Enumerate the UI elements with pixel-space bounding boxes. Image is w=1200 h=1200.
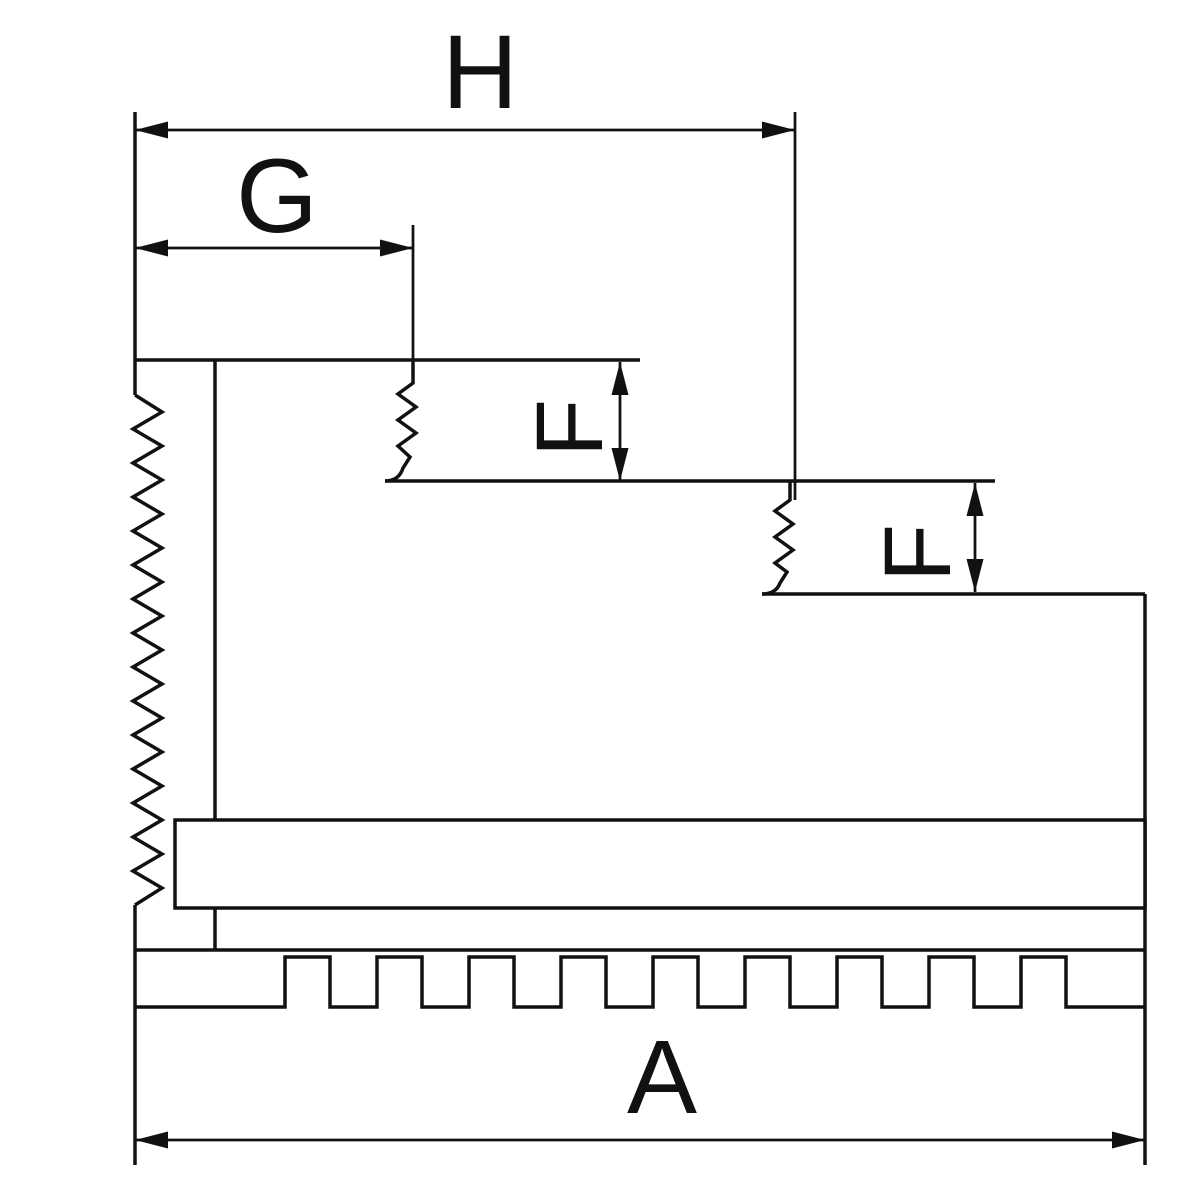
f-upper-arrow-bottom xyxy=(611,448,629,481)
f-lower-arrow-bottom xyxy=(966,559,984,592)
a-arrow-left xyxy=(135,1131,168,1149)
g-arrow-left xyxy=(135,239,168,257)
h-label: H xyxy=(442,14,518,131)
left-serration xyxy=(129,393,166,907)
step1-serrated-face xyxy=(384,360,419,483)
dimension-a: A xyxy=(135,1019,1145,1149)
a-arrow-right xyxy=(1112,1131,1145,1149)
g-arrow-right xyxy=(380,239,413,257)
a-label: A xyxy=(627,1019,697,1136)
dimension-g: G xyxy=(135,138,415,383)
g-label: G xyxy=(236,138,318,255)
f-lower-arrow-top xyxy=(966,483,984,516)
bottom-teeth xyxy=(135,955,1145,1009)
step2-serrated-face xyxy=(761,481,796,596)
dimension-h: H xyxy=(135,14,797,500)
f-upper-arrow-top xyxy=(611,362,629,395)
guide-bar xyxy=(173,818,1147,910)
f-upper-label: F xyxy=(517,399,623,457)
f-lower-label: F xyxy=(865,524,971,582)
h-arrow-left xyxy=(135,121,168,139)
dimension-f-upper: F xyxy=(517,362,629,481)
h-arrow-right xyxy=(762,121,795,139)
part-outline xyxy=(129,112,1147,1165)
dimension-f-lower: F xyxy=(865,483,984,592)
